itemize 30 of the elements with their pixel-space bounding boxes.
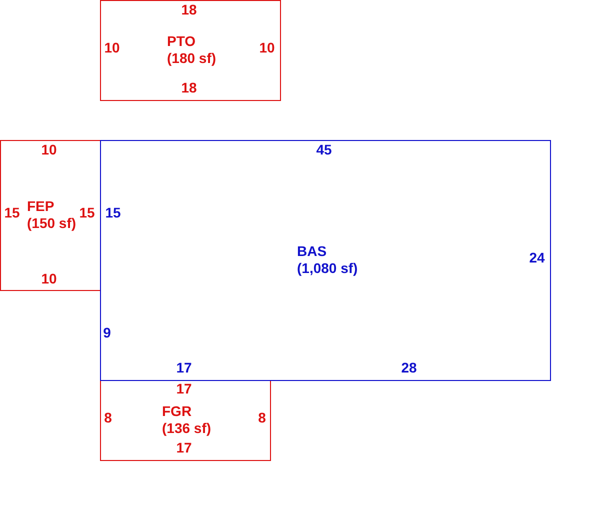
dimension-label: 10	[41, 270, 57, 288]
dimension-label: 17	[176, 360, 192, 376]
area-outline	[100, 140, 551, 381]
dimension-label: 17	[176, 380, 192, 398]
dimension-label: 17	[176, 440, 192, 456]
dimension-label: 28	[401, 360, 417, 376]
area-outline	[100, 0, 281, 101]
dimension-label: 15	[105, 204, 121, 222]
dimension-label: 24	[529, 250, 545, 266]
dimension-label: 10	[41, 142, 57, 158]
dimension-label: 8	[104, 410, 112, 426]
area-size: (180 sf)	[167, 50, 216, 67]
area-outline	[100, 380, 271, 461]
area-code: BAS	[297, 243, 328, 260]
dimension-label: 18	[181, 80, 197, 96]
dimension-label: 15	[79, 204, 95, 222]
dimension-label: 10	[259, 40, 275, 56]
dimension-label: 9	[103, 324, 111, 342]
area-size: (150 sf)	[27, 215, 76, 232]
dimension-label: 10	[104, 40, 120, 56]
dimension-label: 45	[316, 142, 332, 158]
area-size: (1,080 sf)	[297, 260, 358, 277]
dimension-label: 18	[181, 2, 197, 18]
dimension-label: 8	[258, 410, 266, 426]
area-outline	[0, 140, 101, 291]
dimension-label: 15	[4, 204, 20, 222]
area-code: PTO	[167, 33, 197, 50]
area-code: FGR	[162, 403, 193, 420]
area-code: FEP	[27, 198, 56, 215]
area-size: (136 sf)	[162, 420, 212, 437]
